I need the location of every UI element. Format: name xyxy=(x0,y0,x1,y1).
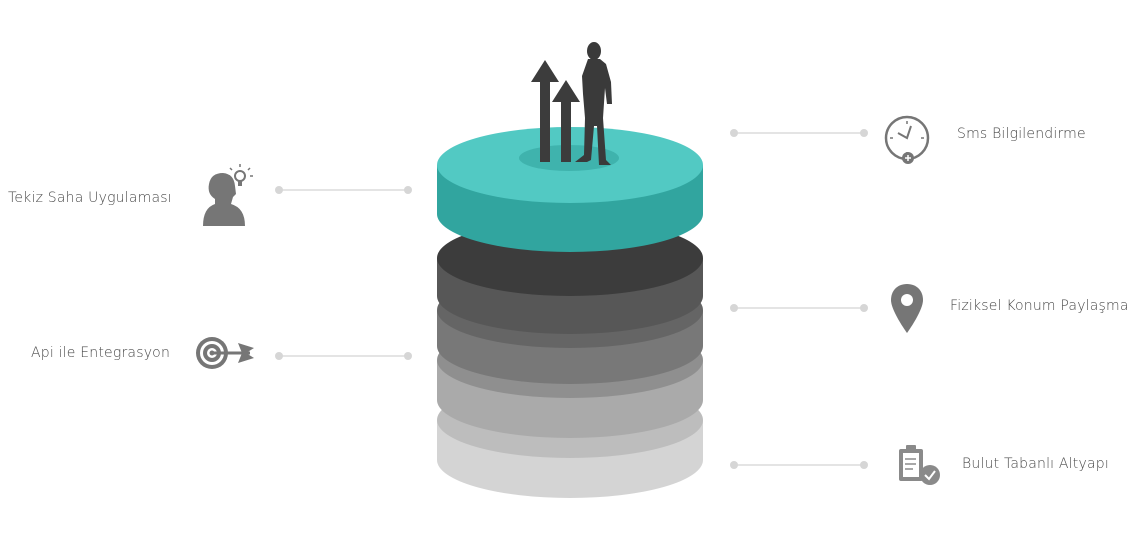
map-pin-icon xyxy=(891,284,923,333)
feature-label-bulut-tabanli: Bulut Tabanlı Altyapı xyxy=(962,456,1109,472)
growth-arrows-icon xyxy=(531,60,580,162)
stack-layer-top xyxy=(437,127,703,252)
businessman-icon xyxy=(575,42,612,165)
feature-label-api-entegrasyon: Api ile Entegrasyon xyxy=(31,345,171,361)
feature-label-sms-bilgilendirme: Sms Bilgilendirme xyxy=(957,126,1086,142)
clock-plus-icon xyxy=(884,115,930,164)
person-idea-icon xyxy=(203,164,253,226)
connectors xyxy=(275,129,868,469)
target-arrow-icon xyxy=(196,337,254,369)
feature-label-fiziksel-konum: Fiziksel Konum Paylaşma xyxy=(950,298,1129,314)
feature-label-tekiz-saha: Tekiz Saha Uygulaması xyxy=(8,190,172,206)
clipboard-check-icon xyxy=(899,445,940,485)
